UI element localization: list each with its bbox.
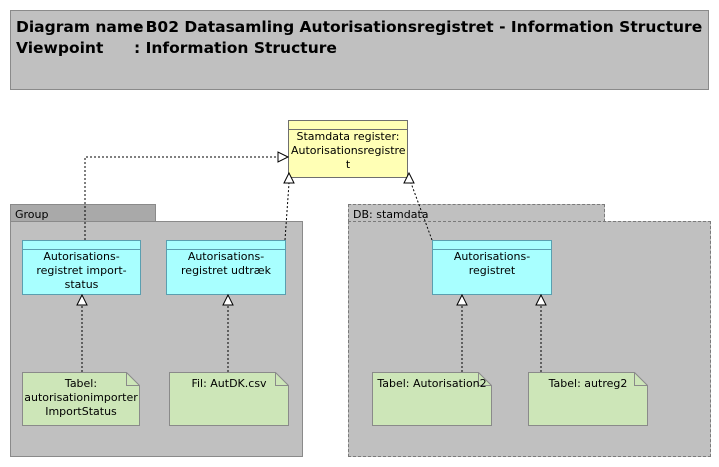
node-label: Autorisations-registret udtræk <box>181 250 271 277</box>
artifact-shape <box>169 372 289 426</box>
diagram-name-label: Diagram name <box>16 18 144 36</box>
artifact-shape <box>22 372 140 426</box>
node-header-stripe <box>433 241 551 250</box>
node-autorisationsregistret[interactable]: Autorisations-registret <box>432 240 552 295</box>
node-label: Autorisations-registret import-status <box>36 250 127 291</box>
node-label: Autorisations-registret <box>453 250 531 277</box>
artifact-label: Tabel: autorisationimporter ImportStatus <box>24 377 138 418</box>
diagram-header: Diagram name: B02 Datasamling Autorisati… <box>10 10 709 90</box>
node-label: Stamdata register: Autorisationsregistre… <box>291 130 406 171</box>
edge-udtraek-to-stamdata <box>284 182 290 241</box>
node-import-status[interactable]: Autorisations-registret import-status <box>22 240 141 295</box>
viewpoint-row: Viewpoint : Information Structure <box>16 39 337 57</box>
arrowhead-tabel3 <box>535 293 547 306</box>
arrowhead-fil <box>222 293 234 306</box>
node-header-stripe <box>289 121 407 130</box>
artifact-label: Tabel: autreg2 <box>548 377 628 390</box>
artifact-label: Fil: AutDK.csv <box>191 377 267 390</box>
artifact-tabel-importstatus[interactable]: Tabel: autorisationimporter ImportStatus <box>22 372 140 426</box>
artifact-tabel-autreg2[interactable]: Tabel: autreg2 <box>528 372 648 426</box>
arrowhead-udtraek-to-stamdata <box>283 171 295 184</box>
edge-import-to-stamdata <box>84 156 278 240</box>
db-stamdata-tab[interactable]: DB: stamdata <box>348 204 605 222</box>
artifact-label: Tabel: Autorisation2 <box>377 377 487 390</box>
viewpoint-value: : Information Structure <box>134 39 337 57</box>
artifact-shape <box>372 372 492 426</box>
node-header-stripe <box>167 241 285 250</box>
diagram-name-row: Diagram name: B02 Datasamling Autorisati… <box>16 18 702 36</box>
node-stamdata-register[interactable]: Stamdata register: Autorisationsregistre… <box>288 120 408 178</box>
arrowhead-tabel-import <box>76 293 88 306</box>
artifact-shape <box>528 372 648 426</box>
edge-autreg-to-stamdata <box>410 182 433 241</box>
arrowhead-tabel2 <box>456 293 468 306</box>
diagram-name-value: : B02 Datasamling Autorisationsregistret… <box>134 18 703 36</box>
arrowhead-autreg-to-stamdata <box>403 171 415 184</box>
group-tab[interactable]: Group <box>10 204 156 222</box>
node-header-stripe <box>23 241 140 250</box>
viewpoint-label: Viewpoint <box>16 39 104 57</box>
artifact-tabel-autorisation2[interactable]: Tabel: Autorisation2 <box>372 372 492 426</box>
node-udtraek[interactable]: Autorisations-registret udtræk <box>166 240 286 295</box>
arrowhead-import-to-stamdata <box>277 151 290 163</box>
artifact-fil-autdk[interactable]: Fil: AutDK.csv <box>169 372 289 426</box>
